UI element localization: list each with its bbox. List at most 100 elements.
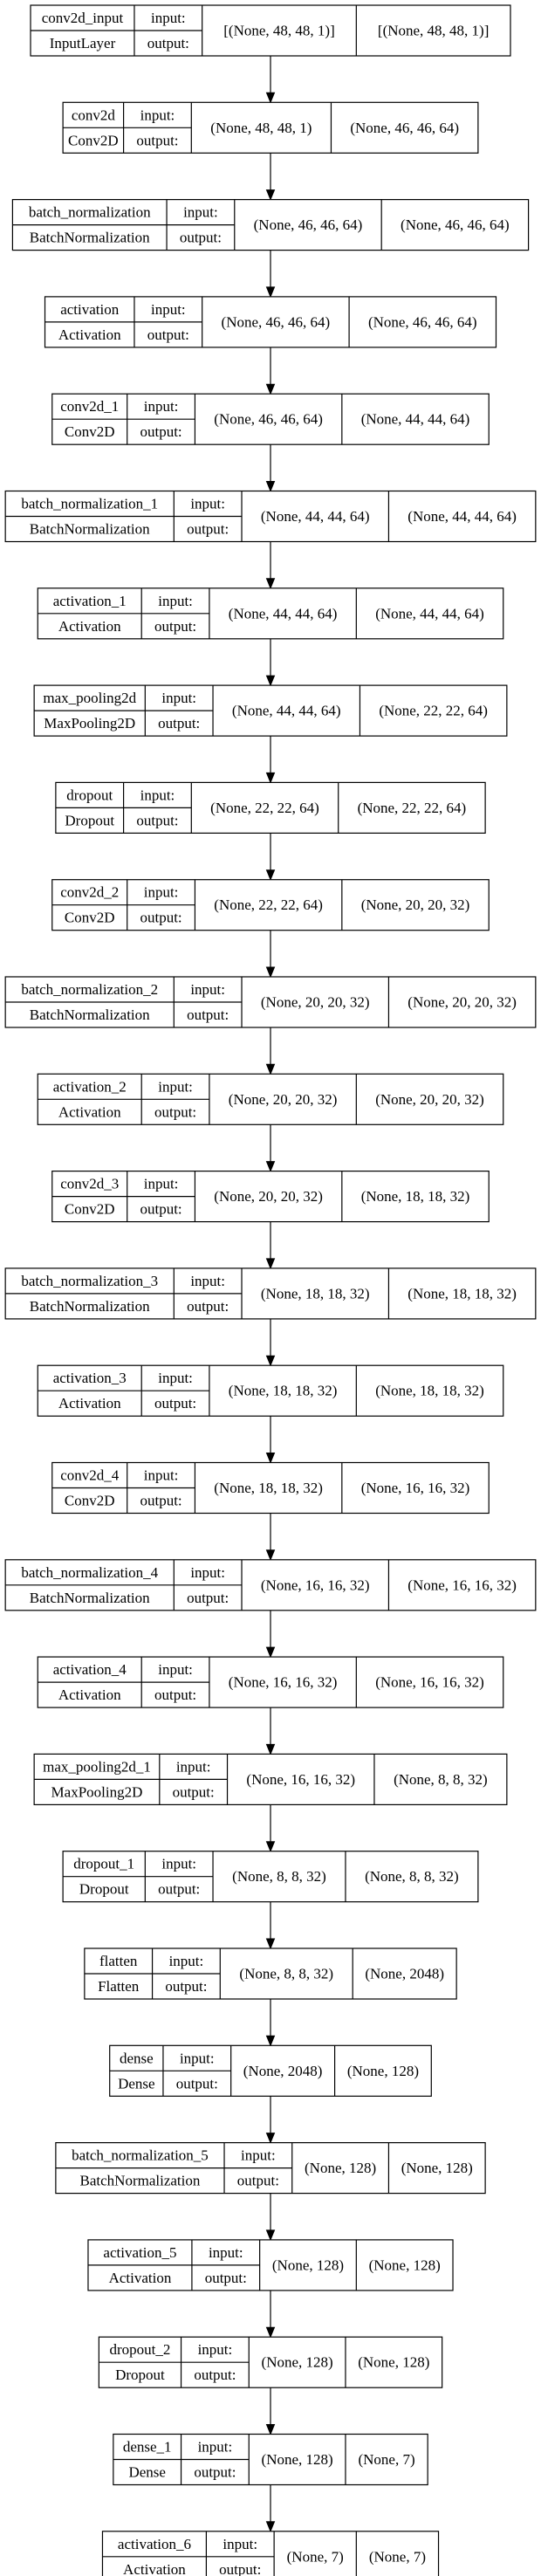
- output-label: output:: [187, 521, 229, 538]
- input-shape: (None, 22, 22, 64): [214, 896, 323, 913]
- layer-node: batch_normalization_2BatchNormalizationi…: [4, 976, 537, 1028]
- arrowhead-icon: [265, 675, 276, 687]
- input-shape: (None, 16, 16, 32): [261, 1577, 370, 1593]
- arrowhead-icon: [265, 869, 276, 882]
- layer-type: Dropout: [115, 2366, 165, 2383]
- input-label: input:: [140, 106, 175, 123]
- input-shape: (None, 128): [305, 2160, 376, 2176]
- output-label: output:: [154, 1103, 196, 1120]
- layer-name: activation_5: [103, 2244, 176, 2261]
- output-label: output:: [194, 2366, 236, 2383]
- layer-node: conv2d_inputInputLayerinput:output:[(Non…: [30, 4, 511, 57]
- connector-arrow: [265, 1999, 276, 2047]
- input-shape: (None, 8, 8, 32): [232, 1868, 326, 1885]
- layer-name: dropout: [66, 787, 113, 803]
- arrowhead-icon: [265, 383, 276, 395]
- input-label: input:: [158, 1078, 193, 1095]
- input-label: input:: [144, 1467, 179, 1484]
- input-shape: (None, 20, 20, 32): [229, 1091, 338, 1108]
- connector-arrow: [265, 1707, 276, 1755]
- input-label: input:: [198, 2341, 233, 2358]
- layer-name: activation_3: [53, 1370, 127, 1386]
- output-shape: (None, 16, 16, 32): [375, 1674, 484, 1691]
- layer-name: flatten: [99, 1953, 138, 1969]
- connector-arrow: [265, 638, 276, 687]
- output-label: output:: [147, 35, 189, 52]
- input-shape: (None, 8, 8, 32): [239, 1966, 333, 1982]
- layer-node: activation_5Activationinput:output:(None…: [87, 2239, 454, 2291]
- output-shape: (None, 128): [347, 2063, 419, 2079]
- output-shape: (None, 46, 46, 64): [401, 216, 510, 233]
- input-label: input:: [144, 398, 179, 415]
- output-label: output:: [165, 1978, 207, 1995]
- arrowhead-icon: [265, 1161, 276, 1172]
- input-label: input:: [190, 496, 225, 512]
- connector-arrow: [265, 347, 276, 395]
- layer-name: dense: [120, 2050, 154, 2066]
- output-label: output:: [140, 910, 181, 926]
- input-label: input:: [140, 787, 175, 803]
- layer-type: BatchNormalization: [30, 1298, 150, 1315]
- layer-type: BatchNormalization: [30, 1006, 150, 1023]
- layer-name: activation_1: [53, 593, 127, 609]
- layer-name: batch_normalization_4: [21, 1564, 158, 1581]
- layer-name: dropout_2: [110, 2341, 171, 2358]
- layer-name: batch_normalization_5: [72, 2147, 209, 2164]
- output-label: output:: [187, 1298, 229, 1315]
- output-label: output:: [154, 1395, 196, 1412]
- output-label: output:: [136, 812, 178, 828]
- output-shape: (None, 20, 20, 32): [375, 1091, 484, 1108]
- output-shape: (None, 16, 16, 32): [407, 1577, 517, 1593]
- layer-type: Dense: [118, 2075, 154, 2092]
- layer-type: Conv2D: [65, 1201, 115, 1218]
- input-label: input:: [190, 1564, 225, 1581]
- input-label: input:: [161, 690, 196, 706]
- output-shape: (None, 7): [358, 2451, 414, 2468]
- layer-type: Conv2D: [68, 132, 119, 148]
- layer-node: batch_normalizationBatchNormalizationinp…: [11, 199, 530, 251]
- connector-arrow: [265, 444, 276, 492]
- output-label: output:: [205, 2270, 247, 2286]
- input-label: input:: [169, 1953, 204, 1969]
- layer-name: max_pooling2d: [43, 690, 136, 706]
- layer-type: Dropout: [65, 812, 114, 828]
- connector-arrow: [265, 2096, 276, 2144]
- layer-name: dropout_1: [73, 1856, 134, 1872]
- layer-type: Conv2D: [65, 1493, 115, 1509]
- layer-node: batch_normalization_1BatchNormalizationi…: [4, 490, 537, 543]
- connector-arrow: [265, 1027, 276, 1075]
- connector-arrow: [265, 1513, 276, 1562]
- output-label: output:: [140, 1201, 181, 1218]
- layer-name: conv2d_4: [60, 1467, 120, 1484]
- layer-type: MaxPooling2D: [44, 715, 135, 732]
- arrowhead-icon: [265, 1063, 276, 1075]
- layer-name: activation_4: [53, 1661, 127, 1678]
- layer-name: conv2d_input: [42, 10, 124, 26]
- connector-arrow: [265, 1318, 276, 1367]
- layer-type: BatchNormalization: [80, 2173, 201, 2189]
- input-label: input:: [209, 2244, 243, 2261]
- input-label: input:: [144, 884, 179, 901]
- layer-name: activation_2: [53, 1078, 127, 1095]
- output-shape: (None, 44, 44, 64): [407, 508, 517, 525]
- output-shape: (None, 128): [358, 2354, 429, 2371]
- output-shape: (None, 8, 8, 32): [394, 1771, 488, 1788]
- input-shape: (None, 18, 18, 32): [229, 1383, 338, 1399]
- input-label: input:: [190, 981, 225, 998]
- input-shape: (None, 16, 16, 32): [246, 1771, 355, 1788]
- connector-arrow: [265, 1901, 276, 1950]
- arrowhead-icon: [265, 1453, 276, 1464]
- output-shape: (None, 128): [401, 2160, 473, 2176]
- layer-type: InputLayer: [50, 35, 116, 52]
- input-shape: [(None, 48, 48, 1)]: [223, 23, 334, 39]
- input-shape: (None, 44, 44, 64): [232, 703, 341, 719]
- connector-arrow: [265, 2484, 276, 2533]
- arrowhead-icon: [265, 2521, 276, 2533]
- input-shape: (None, 128): [272, 2257, 344, 2273]
- input-shape: (None, 48, 48, 1): [210, 120, 312, 136]
- input-shape: (None, 2048): [243, 2063, 323, 2079]
- arrowhead-icon: [265, 1938, 276, 1950]
